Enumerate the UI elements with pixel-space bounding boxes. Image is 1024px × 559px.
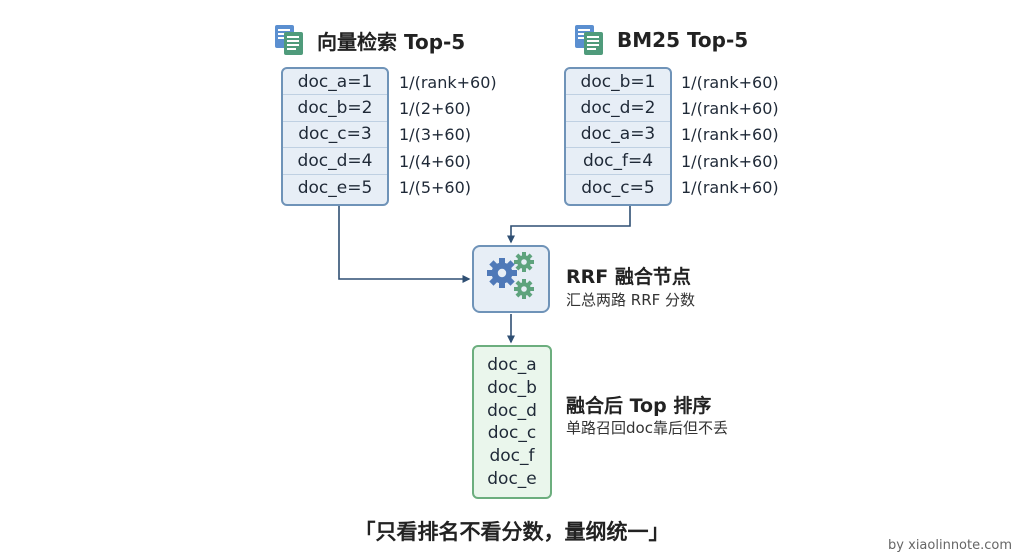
bm25-rrf-formula: 1/(rank+60) bbox=[681, 72, 779, 92]
summary-caption: 「只看排名不看分数，量纲统一」 bbox=[354, 520, 670, 544]
document-stack-icon bbox=[573, 23, 607, 57]
bm25-rank-row: doc_a=3 bbox=[566, 122, 670, 149]
vector-rrf-formula: 1/(3+60) bbox=[399, 125, 471, 145]
bm25-rank-box: doc_b=1 doc_d=2 doc_a=3 doc_f=4 doc_c=5 bbox=[564, 67, 672, 206]
document-stack-icon bbox=[273, 23, 307, 57]
fused-ranking-title: 融合后 Top 排序 bbox=[566, 395, 712, 417]
bm25-rrf-formula: 1/(rank+60) bbox=[681, 99, 779, 119]
bm25-formula-list: 1/(rank+60) 1/(rank+60) 1/(rank+60) 1/(r… bbox=[681, 69, 779, 201]
fused-result-item: doc_c bbox=[487, 423, 537, 444]
vector-to-fusion-arrow bbox=[338, 206, 471, 283]
bm25-rrf-formula: 1/(rank+60) bbox=[681, 151, 779, 171]
fused-result-item: doc_a bbox=[487, 354, 537, 375]
bm25-rank-row: doc_b=1 bbox=[566, 69, 670, 96]
fused-result-item: doc_d bbox=[487, 400, 537, 421]
fused-result-list: doc_a doc_b doc_d doc_c doc_f doc_e bbox=[472, 345, 552, 499]
bm25-rank-row: doc_f=4 bbox=[566, 148, 670, 175]
bm25-rank-row: doc_c=5 bbox=[581, 177, 655, 198]
fusion-node-subtitle: 汇总两路 RRF 分数 bbox=[566, 291, 696, 309]
rrf-fusion-node bbox=[472, 245, 550, 313]
gears-icon bbox=[483, 250, 539, 308]
vector-rank-row: doc_e=5 bbox=[297, 177, 373, 198]
fused-result-item: doc_e bbox=[487, 469, 537, 490]
watermark: by xiaolinnote.com bbox=[888, 538, 1012, 553]
vector-formula-list: 1/(rank+60) 1/(2+60) 1/(3+60) 1/(4+60) 1… bbox=[399, 69, 497, 201]
fusion-node-title: RRF 融合节点 bbox=[566, 266, 691, 288]
bm25-header: BM25 Top-5 bbox=[573, 23, 748, 57]
vector-rank-row: doc_b=2 bbox=[283, 95, 387, 122]
vector-rrf-formula: 1/(5+60) bbox=[399, 178, 471, 198]
vector-rank-box: doc_a=1 doc_b=2 doc_c=3 doc_d=4 doc_e=5 bbox=[281, 67, 389, 206]
vector-rrf-formula: 1/(rank+60) bbox=[399, 72, 497, 92]
vector-search-title: 向量检索 Top-5 bbox=[317, 29, 466, 54]
fused-ranking-subtitle: 单路召回doc靠后但不丢 bbox=[566, 419, 728, 437]
bm25-to-fusion-arrow bbox=[507, 206, 631, 244]
vector-rrf-formula: 1/(4+60) bbox=[399, 151, 471, 171]
bm25-rrf-formula: 1/(rank+60) bbox=[681, 178, 779, 198]
bm25-title: BM25 Top-5 bbox=[617, 28, 749, 52]
vector-rank-row: doc_a=1 bbox=[283, 69, 387, 96]
vector-rank-row: doc_d=4 bbox=[283, 148, 387, 175]
fused-result-item: doc_b bbox=[487, 377, 537, 398]
vector-search-header: 向量检索 Top-5 bbox=[273, 23, 465, 57]
bm25-rank-row: doc_d=2 bbox=[566, 95, 670, 122]
vector-rrf-formula: 1/(2+60) bbox=[399, 99, 471, 119]
fused-result-item: doc_f bbox=[489, 446, 535, 467]
vector-rank-row: doc_c=3 bbox=[283, 122, 387, 149]
bm25-rrf-formula: 1/(rank+60) bbox=[681, 125, 779, 145]
